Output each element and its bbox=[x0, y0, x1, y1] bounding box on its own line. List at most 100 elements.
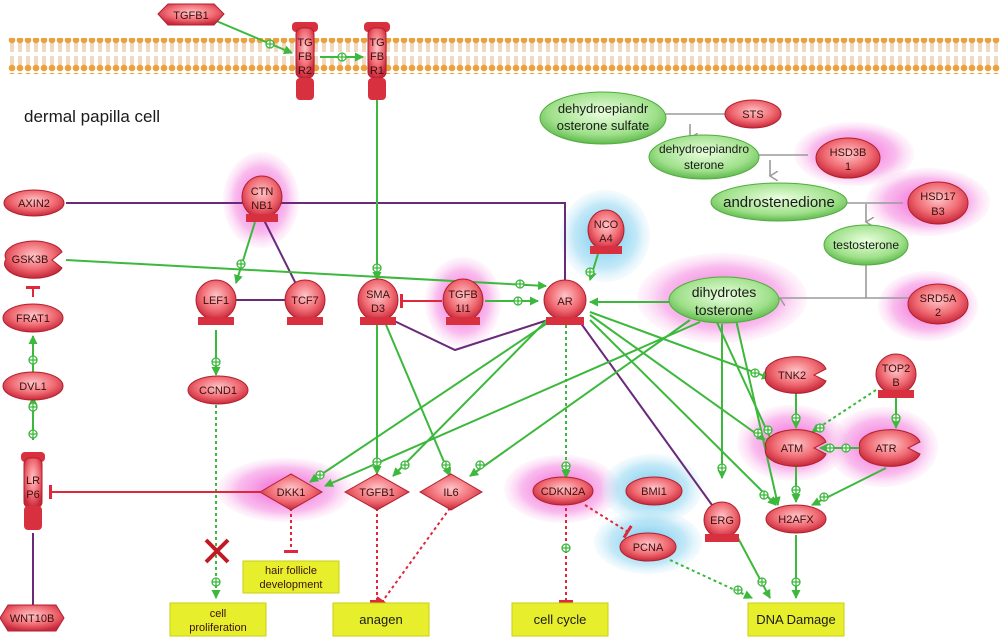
node-axin2[interactable]: AXIN2 bbox=[3, 189, 65, 217]
svg-text:CCND1: CCND1 bbox=[199, 385, 237, 397]
svg-text:P6: P6 bbox=[26, 489, 39, 501]
node-androstenedione[interactable]: androstenedione bbox=[710, 182, 848, 222]
svg-text:A4: A4 bbox=[599, 233, 612, 245]
inhibition-lines bbox=[26, 286, 442, 499]
svg-text:androstenedione: androstenedione bbox=[723, 194, 835, 211]
svg-text:B: B bbox=[892, 377, 899, 389]
svg-text:SMA: SMA bbox=[366, 289, 391, 301]
svg-text:DVL1: DVL1 bbox=[19, 381, 47, 393]
node-cdkn2a[interactable]: CDKN2A bbox=[532, 476, 594, 506]
activation-lines bbox=[28, 19, 901, 599]
svg-text:proliferation: proliferation bbox=[189, 622, 246, 634]
svg-text:TNK2: TNK2 bbox=[778, 370, 806, 382]
svg-text:AR: AR bbox=[557, 296, 572, 308]
svg-text:HSD17: HSD17 bbox=[920, 191, 955, 203]
process-hair-follicle-development[interactable]: hair follicle development bbox=[242, 560, 340, 594]
svg-text:osterone sulfate: osterone sulfate bbox=[557, 118, 650, 133]
svg-text:IL6: IL6 bbox=[443, 487, 458, 499]
node-lef1[interactable]: LEF1 bbox=[195, 279, 237, 325]
svg-text:ATR: ATR bbox=[875, 443, 896, 455]
process-dna-damage[interactable]: DNA Damage bbox=[747, 602, 845, 637]
node-tgfb1[interactable]: TGFB1 bbox=[343, 473, 411, 511]
svg-text:SRD5A: SRD5A bbox=[920, 293, 957, 305]
svg-text:dehydroepiandr: dehydroepiandr bbox=[558, 101, 649, 116]
indirect-activation-lines bbox=[211, 325, 877, 599]
node-pcna[interactable]: PCNA bbox=[619, 532, 677, 562]
process-cell-cycle[interactable]: cell cycle bbox=[511, 602, 609, 637]
node-dkk1[interactable]: DKK1 bbox=[259, 473, 323, 511]
svg-text:TG: TG bbox=[297, 37, 312, 49]
svg-text:B3: B3 bbox=[931, 206, 944, 218]
blocked-x-icon bbox=[204, 538, 230, 564]
svg-text:CDKN2A: CDKN2A bbox=[541, 486, 586, 498]
svg-text:2: 2 bbox=[935, 307, 941, 319]
svg-text:R1: R1 bbox=[370, 65, 384, 77]
svg-text:H2AFX: H2AFX bbox=[778, 514, 814, 526]
node-smad3[interactable]: SMA D3 bbox=[357, 278, 399, 325]
indirect-inhibition-lines bbox=[284, 504, 633, 607]
svg-text:D3: D3 bbox=[371, 303, 385, 315]
process-cell-proliferation[interactable]: cell proliferation bbox=[169, 602, 267, 637]
node-frat1[interactable]: FRAT1 bbox=[2, 303, 64, 333]
svg-text:cell: cell bbox=[210, 608, 227, 620]
node-il6[interactable]: IL6 bbox=[419, 473, 483, 511]
node-sts[interactable]: STS bbox=[724, 99, 782, 129]
node-ccnd1[interactable]: CCND1 bbox=[187, 375, 249, 405]
node-atm[interactable]: ATM bbox=[764, 429, 827, 467]
svg-text:CTN: CTN bbox=[251, 186, 274, 198]
node-dvl1[interactable]: DVL1 bbox=[2, 371, 64, 401]
node-tcf7[interactable]: TCF7 bbox=[284, 279, 326, 325]
svg-text:ATM: ATM bbox=[781, 443, 803, 455]
svg-text:DNA Damage: DNA Damage bbox=[756, 612, 835, 627]
svg-text:AXIN2: AXIN2 bbox=[18, 198, 50, 210]
svg-text:R2: R2 bbox=[298, 65, 312, 77]
node-tgfb1i1[interactable]: TGFB 1I1 bbox=[442, 278, 484, 325]
node-top2b[interactable]: TOP2 B bbox=[875, 353, 917, 398]
halos bbox=[217, 122, 990, 574]
node-hsd3b1[interactable]: HSD3B 1 bbox=[815, 137, 881, 179]
svg-text:development: development bbox=[260, 579, 323, 591]
svg-text:TGFB1: TGFB1 bbox=[173, 10, 208, 22]
svg-text:TG: TG bbox=[369, 37, 384, 49]
node-ar[interactable]: AR bbox=[543, 279, 587, 325]
node-gsk3b[interactable]: GSK3B bbox=[4, 240, 63, 279]
node-tgfbr2-receptor[interactable]: TG FB R2 bbox=[292, 22, 318, 100]
node-tgfb1-ligand[interactable]: TGFB1 bbox=[157, 3, 225, 26]
svg-text:anagen: anagen bbox=[359, 612, 402, 627]
node-testosterone[interactable]: testosterone bbox=[823, 224, 909, 266]
node-lrp6-receptor[interactable]: LR P6 bbox=[21, 452, 45, 530]
node-tnk2[interactable]: TNK2 bbox=[764, 356, 827, 394]
svg-text:TCF7: TCF7 bbox=[291, 295, 319, 307]
svg-text:TGFB: TGFB bbox=[448, 289, 477, 301]
node-atr[interactable]: ATR bbox=[858, 429, 921, 467]
svg-text:sterone: sterone bbox=[684, 158, 724, 172]
activation-symbols bbox=[28, 39, 901, 595]
svg-text:WNT10B: WNT10B bbox=[10, 613, 55, 625]
svg-text:TOP2: TOP2 bbox=[882, 363, 911, 375]
node-dihydrotestosterone[interactable]: dihydrotes tosterone bbox=[668, 276, 780, 324]
cell-label: dermal papilla cell bbox=[24, 107, 160, 126]
node-ncoa4[interactable]: NCO A4 bbox=[587, 209, 625, 254]
node-hsd17b3[interactable]: HSD17 B3 bbox=[907, 181, 969, 225]
node-ctnnb1[interactable]: CTN NB1 bbox=[241, 175, 283, 222]
svg-text:HSD3B: HSD3B bbox=[830, 147, 867, 159]
svg-text:BMI1: BMI1 bbox=[641, 486, 667, 498]
svg-text:DKK1: DKK1 bbox=[277, 487, 306, 499]
node-wnt10b[interactable]: WNT10B bbox=[0, 604, 65, 632]
node-h2afx[interactable]: H2AFX bbox=[765, 504, 827, 534]
svg-text:NB1: NB1 bbox=[251, 200, 272, 212]
node-dehydroepiandrosterone-sulfate[interactable]: dehydroepiandr osterone sulfate bbox=[539, 91, 667, 145]
svg-text:hair follicle: hair follicle bbox=[265, 565, 317, 577]
node-dehydroepiandrosterone[interactable]: dehydroepiandro sterone bbox=[648, 134, 760, 180]
svg-text:1: 1 bbox=[845, 161, 851, 173]
node-tgfbr1-receptor[interactable]: TG FB R1 bbox=[364, 22, 390, 100]
svg-text:FB: FB bbox=[370, 51, 384, 63]
svg-text:TGFB1: TGFB1 bbox=[359, 487, 394, 499]
node-bmi1[interactable]: BMI1 bbox=[625, 476, 683, 506]
svg-text:GSK3B: GSK3B bbox=[12, 254, 49, 266]
svg-text:dehydroepiandro: dehydroepiandro bbox=[659, 142, 749, 156]
process-anagen[interactable]: anagen bbox=[332, 602, 430, 637]
node-srd5a2[interactable]: SRD5A 2 bbox=[907, 283, 969, 325]
node-erg[interactable]: ERG bbox=[703, 501, 741, 542]
